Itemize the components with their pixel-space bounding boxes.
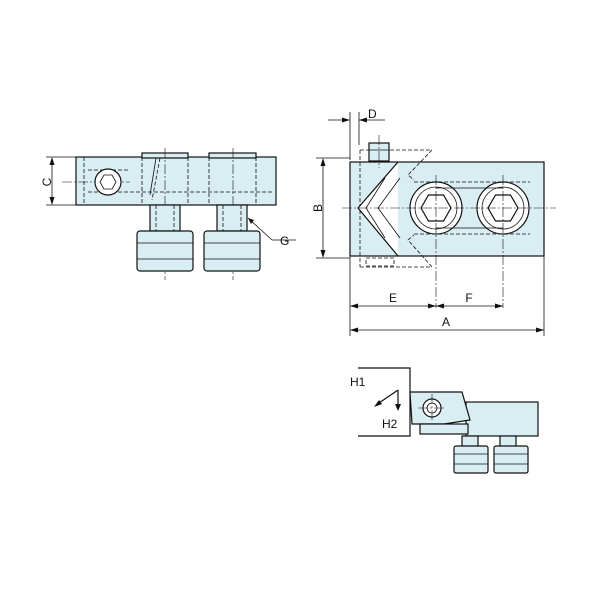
side-shank-left — [149, 204, 181, 232]
dim-label-F: F — [465, 291, 472, 305]
force-clamp-body — [465, 401, 539, 437]
dim-label-B: B — [311, 204, 325, 212]
force-label-H2: H2 — [382, 417, 398, 431]
force-pad-right — [493, 445, 529, 474]
hex-socket-icon — [99, 174, 117, 190]
dim-label-D: D — [368, 107, 377, 121]
side-shank-right — [216, 204, 248, 232]
dim-label-E: E — [389, 291, 397, 305]
force-label-H1: H1 — [350, 375, 366, 389]
side-pad-left — [136, 230, 194, 272]
top-view: D B E F A — [311, 107, 556, 336]
side-pad-right — [203, 230, 261, 272]
force-pad-left — [453, 445, 489, 474]
side-top-boss-right — [208, 152, 257, 159]
dim-label-C: C — [40, 177, 54, 186]
dim-label-G: G — [280, 234, 289, 248]
side-screw-head — [94, 168, 122, 196]
workpiece-outline — [358, 367, 411, 437]
force-view: H1 H2 — [350, 367, 539, 474]
side-view: C G — [40, 148, 296, 280]
dim-label-A: A — [442, 315, 450, 329]
